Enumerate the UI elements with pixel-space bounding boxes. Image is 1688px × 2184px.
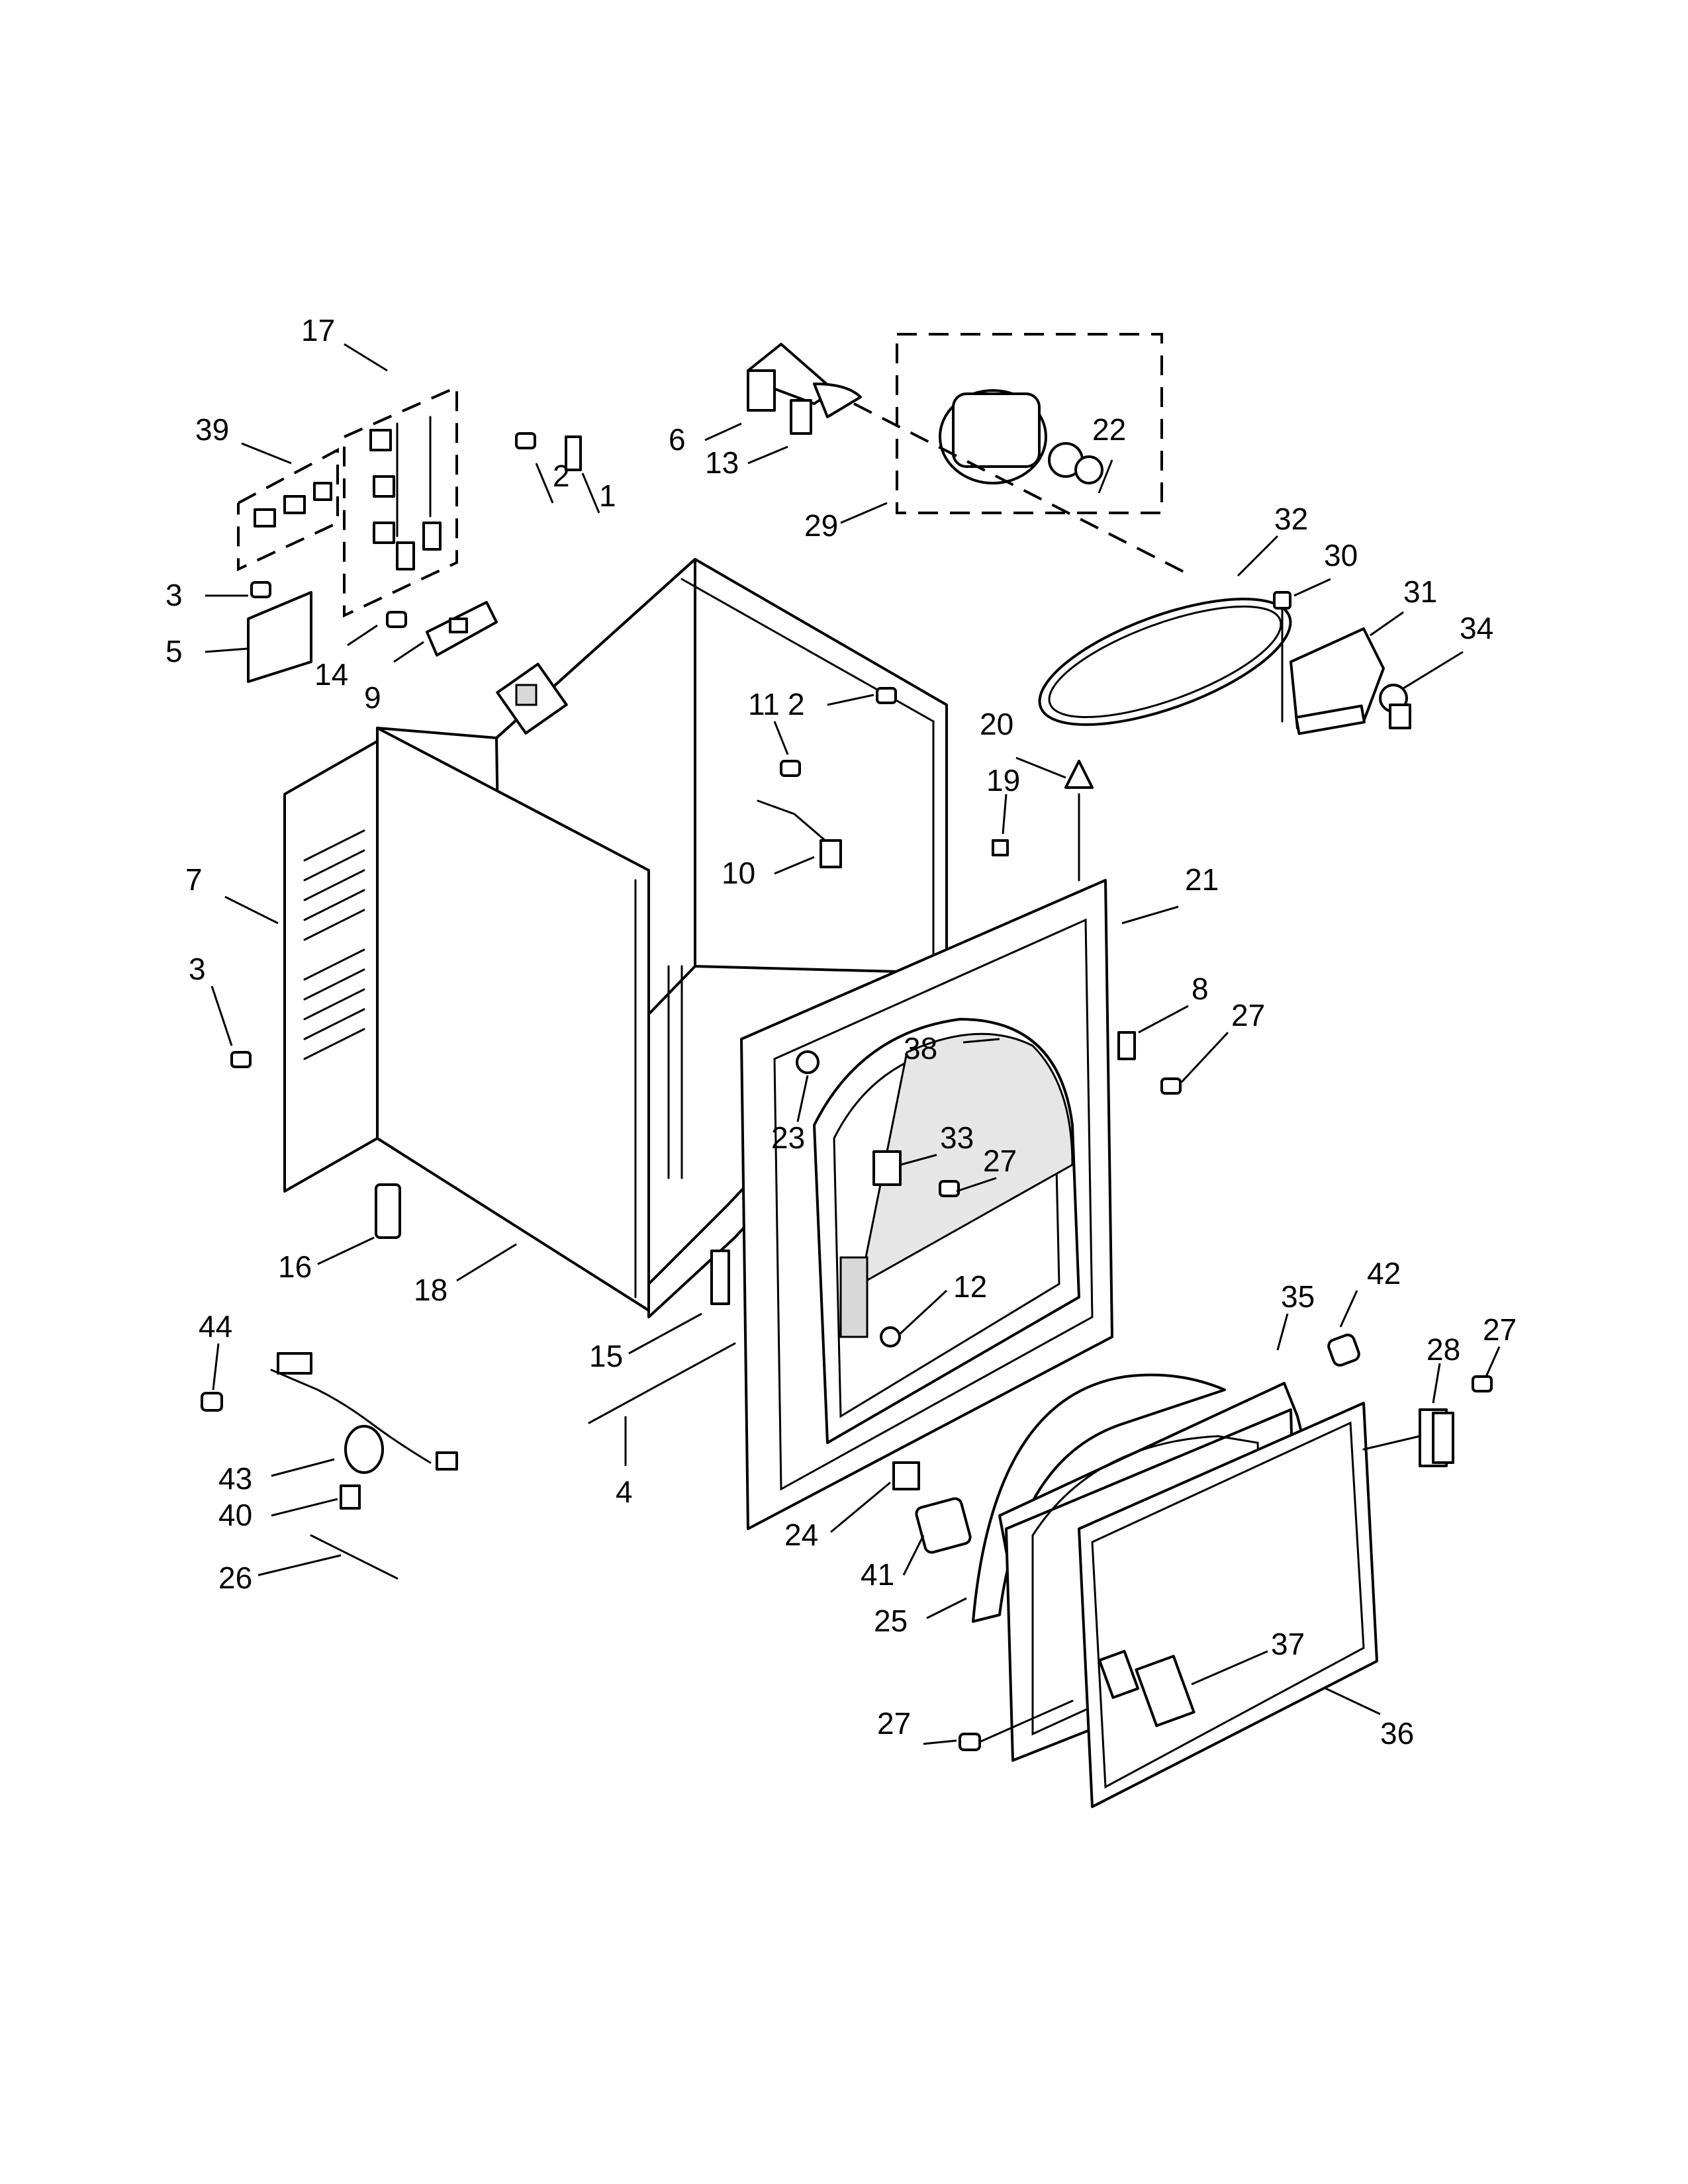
callout-10: 10: [722, 856, 755, 890]
callout-24: 24: [784, 1518, 818, 1552]
screw-27a-icon: [1160, 1077, 1182, 1095]
callout-20: 20: [980, 707, 1013, 741]
front-panel-part-21: [740, 879, 1113, 1530]
leader-lines: [205, 343, 1501, 1745]
door-assembly: [959, 1334, 1454, 1808]
callout-25: 25: [874, 1604, 908, 1638]
callout-22: 22: [1092, 412, 1126, 447]
callout-42: 42: [1367, 1256, 1401, 1291]
callout-6: 6: [669, 422, 686, 457]
callout-26: 26: [218, 1561, 252, 1595]
callout-44: 44: [199, 1309, 232, 1343]
screw-2a-icon: [515, 432, 536, 449]
clip-part-1: [565, 435, 582, 471]
blower-housing-part-6: [747, 343, 862, 435]
terminal-block-part-9: [426, 601, 498, 657]
drive-belt-part-32: [1038, 598, 1292, 726]
callout-30: 30: [1324, 538, 1358, 572]
callout-21: 21: [1185, 862, 1219, 897]
wire-tie-part-26: [310, 1534, 399, 1580]
latch-part-23: [796, 1050, 820, 1074]
callout-18: 18: [414, 1273, 447, 1307]
strain-relief-kit-39: [237, 447, 339, 572]
callout-38: 38: [904, 1031, 937, 1066]
screw-27d-icon: [959, 1700, 1074, 1751]
callout-5: 5: [165, 634, 183, 668]
terminal-block-kit-17: [343, 385, 458, 618]
callout-1: 1: [599, 478, 616, 513]
callout-28: 28: [1427, 1332, 1460, 1367]
callout-27: 27: [1231, 998, 1265, 1032]
idler-assembly: [1273, 591, 1411, 735]
callout-31: 31: [1403, 574, 1437, 609]
callout-41: 41: [861, 1557, 894, 1592]
callout-33: 33: [940, 1120, 974, 1155]
callout-35: 35: [1281, 1279, 1315, 1314]
wire-part-4: [588, 1342, 736, 1424]
callout-13: 13: [705, 445, 739, 480]
screw-27b-icon: [939, 1180, 960, 1197]
screw-14-icon: [386, 611, 407, 628]
bracket-part-15: [710, 1250, 730, 1305]
callout-2: 2: [788, 687, 805, 721]
callout-27: 27: [877, 1706, 911, 1741]
callout-11: 11: [748, 687, 780, 721]
callout-39: 39: [195, 412, 229, 447]
callout-19: 19: [986, 763, 1020, 797]
callout-9: 9: [364, 680, 381, 715]
callout-37: 37: [1271, 1627, 1305, 1661]
screw-44-icon: [201, 1392, 223, 1412]
switch-part-33: [872, 1150, 902, 1186]
screw-27c-icon: [1472, 1375, 1493, 1392]
strike-part-24: [892, 1461, 920, 1490]
callout-15: 15: [589, 1339, 623, 1373]
screw-3b-icon: [230, 1051, 252, 1068]
wire-harness-part-10: [757, 799, 842, 868]
callout-16: 16: [278, 1250, 312, 1284]
callout-3: 3: [165, 578, 183, 612]
screw-12-icon: [880, 1326, 901, 1347]
clip-part-19: [992, 839, 1009, 856]
callout-40: 40: [218, 1498, 252, 1532]
callout-17: 17: [301, 313, 335, 347]
callout-labels: 17 39 3 5 14 9 2 1 6 13 29 22 32 30 31 3…: [165, 313, 1517, 1751]
callout-34: 34: [1460, 611, 1493, 645]
foot-part-20: [1064, 760, 1094, 789]
callout-29: 29: [804, 508, 838, 543]
callout-27: 27: [1483, 1312, 1517, 1347]
callout-7: 7: [185, 862, 203, 897]
callout-36: 36: [1380, 1716, 1414, 1751]
callout-8: 8: [1192, 972, 1209, 1006]
callout-32: 32: [1274, 502, 1308, 536]
screw-2b-icon: [876, 687, 897, 704]
callout-14: 14: [314, 657, 348, 692]
leveling-leg-part-16: [375, 1183, 401, 1239]
callout-2: 2: [553, 459, 570, 493]
callout-43: 43: [218, 1461, 252, 1496]
louver-vents: [303, 829, 365, 1060]
callout-12: 12: [953, 1269, 987, 1304]
bracket-part-8: [1117, 1031, 1136, 1060]
callout-3: 3: [189, 952, 206, 986]
access-cover-part-5: [247, 591, 312, 683]
drive-motor-part-29: [853, 333, 1192, 577]
screw-3a-icon: [250, 581, 271, 598]
callout-27: 27: [983, 1144, 1017, 1178]
callout-23: 23: [771, 1120, 805, 1155]
clip-part-40: [340, 1484, 361, 1510]
catch-part-41: [915, 1497, 972, 1554]
screw-11-icon: [780, 760, 801, 777]
callout-4: 4: [616, 1475, 633, 1509]
power-cord-part-43: [270, 1352, 458, 1474]
